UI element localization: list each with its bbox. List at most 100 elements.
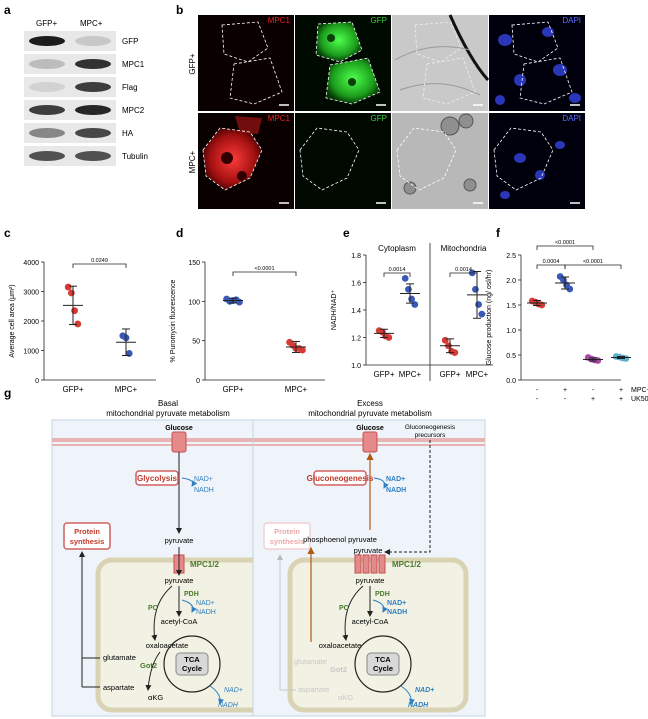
y-tick-label: 0.0 (506, 378, 516, 385)
basal-tca-1: TCA (184, 655, 200, 664)
basal-protein-1: Protein (74, 527, 100, 536)
basal-nad-3: NAD+ (224, 687, 243, 694)
panel-label-e: e (343, 226, 350, 240)
x-tick-label: MPC+ (399, 370, 422, 379)
y-tick-label: 1.4 (351, 308, 361, 315)
excess-tca-1: TCA (375, 655, 391, 664)
excess-acetyl: acetyl-CoA (352, 617, 389, 626)
excess-title: Excess (357, 399, 383, 408)
scale-bars (279, 104, 580, 204)
excess-nad-3: NAD+ (415, 687, 434, 694)
basal-acetyl: acetyl-CoA (161, 617, 198, 626)
y-tick-label: 3000 (23, 290, 39, 297)
basal-tca-2: Cycle (182, 664, 202, 673)
blot-band (75, 128, 111, 138)
basal-mpc-label: MPC1/2 (190, 560, 219, 569)
micro-channel-label-mpc1-row2: MPC1 (268, 114, 291, 123)
excess-gluconeogenesis: Gluconeogenesis (307, 474, 374, 483)
blot-band (75, 36, 111, 46)
sig-bracket (449, 272, 478, 277)
chart-e: 1.01.21.41.61.8NADH/NAD⁺GFP+MPC+GFP+MPC+… (331, 243, 493, 381)
data-point (566, 285, 574, 293)
panel-label-f: f (496, 226, 501, 240)
basal-aspartate: aspartate (103, 683, 134, 692)
excess-pep: phosphoenol pyruvate (303, 535, 377, 544)
excess-mpc-label: MPC1/2 (392, 560, 421, 569)
panel-g: g Basal mitochondrial pyruvate metabolis… (4, 386, 486, 717)
excess-nad-2: NAD+ (387, 600, 406, 607)
x-tick-label: GFP+ (373, 370, 394, 379)
basal-pyruvate: pyruvate (165, 536, 194, 545)
y-tick-label: 100 (188, 299, 200, 306)
data-point (594, 357, 602, 364)
sig-bracket (564, 264, 622, 269)
micro-channel-label-dapi: DAPI (562, 16, 581, 25)
data-point (475, 301, 482, 308)
excess-glucose: Glucose (356, 425, 384, 432)
micro-mpc-brightfield (392, 113, 488, 209)
basal-glutamate: glutamate (103, 653, 136, 662)
y-tick-label: 2.0 (506, 278, 516, 285)
diagram-basal: Basal mitochondrial pyruvate metabolism … (51, 399, 286, 717)
basal-nadh-3: NADH (218, 702, 239, 709)
data-point (451, 349, 459, 357)
micro-channel-label-mpc1: MPC1 (268, 16, 291, 25)
excess-precursors-1: Gluconeogenesis (405, 424, 456, 431)
micro-mpc-gfp (295, 113, 391, 209)
excess-pc: PC (339, 605, 349, 612)
y-tick-label: 1.2 (351, 336, 361, 343)
blot-col-header-gfp: GFP+ (36, 19, 57, 28)
data-point (299, 346, 306, 354)
group-label: Mitochondria (441, 244, 487, 253)
sig-bracket (72, 263, 127, 268)
excess-precursors-2: precursors (415, 432, 446, 439)
x-tick-label: MPC+ (466, 370, 489, 379)
panel-label-b: b (176, 3, 183, 17)
basal-protein-2: synthesis (70, 537, 105, 546)
x-tick-label: MPC+ (115, 385, 138, 394)
y-tick-label: 0 (196, 378, 200, 385)
basal-subtitle: mitochondrial pyruvate metabolism (106, 409, 230, 418)
data-point (472, 285, 479, 293)
condition-uk: + (591, 396, 595, 403)
y-tick-label: 1.5 (506, 303, 516, 310)
panel-label-a: a (4, 3, 11, 17)
y-tick-label: 1.8 (351, 253, 361, 260)
row-label-uk: UK5099 (631, 396, 648, 403)
y-axis-label: Average cell area (μm²) (9, 284, 16, 357)
data-point (68, 289, 75, 297)
y-tick-label: 0 (35, 378, 39, 385)
micro-channel-label-gfp-row2: GFP (371, 114, 387, 123)
excess-protein-1: Protein (274, 527, 300, 536)
excess-protein-2: synthesis (270, 537, 305, 546)
excess-aspartate: aspartate (298, 685, 329, 694)
excess-got2: Got2 (330, 665, 347, 674)
condition-uk: - (536, 396, 539, 403)
basal-akg: αKG (148, 693, 163, 702)
panel-label-d: d (176, 226, 183, 240)
blot-band (29, 151, 65, 161)
basal-title: Basal (158, 399, 178, 408)
sig-bracket (383, 272, 411, 277)
condition-mpc: - (536, 387, 539, 394)
y-axis-label: % Puromycin fluorescence (170, 279, 177, 362)
p-value: 0.0249 (91, 258, 108, 264)
glut-transporter (171, 431, 187, 453)
blot-label: MPC2 (122, 106, 145, 115)
basal-membrane (52, 438, 285, 442)
sig-bracket (232, 271, 297, 276)
y-tick-label: 0.5 (506, 353, 516, 360)
blot-band (29, 59, 65, 69)
basal-glycolysis-box (135, 470, 179, 486)
y-axis-label: Glucose production (ng/ osl/hr) (486, 270, 493, 366)
basal-mito-pyruvate: pyruvate (165, 576, 194, 585)
excess-akg: αKG (338, 693, 353, 702)
data-point (385, 334, 393, 341)
micro-channel-label-gfp: GFP (371, 16, 387, 25)
excess-glut-transporter (362, 431, 378, 453)
